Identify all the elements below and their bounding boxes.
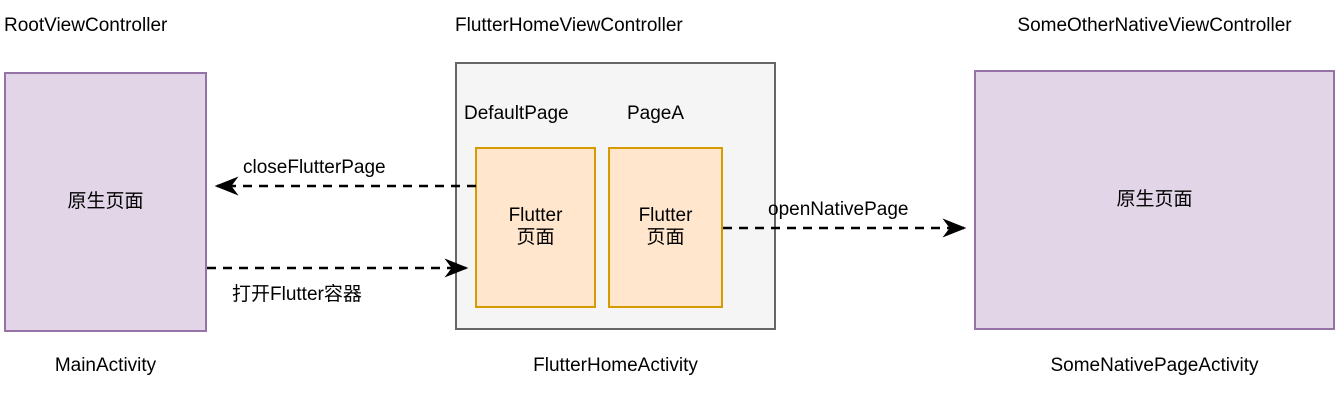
page-a-box[interactable]: Flutter 页面 bbox=[608, 147, 723, 308]
left-bottom-caption: MainActivity bbox=[54, 355, 157, 376]
middle-top-caption: FlutterHomeViewController bbox=[455, 15, 683, 36]
root-view-controller-box[interactable]: 原生页面 bbox=[4, 72, 207, 332]
page-title-default-page: DefaultPage bbox=[464, 103, 569, 124]
page-title-page-a: PageA bbox=[627, 103, 685, 124]
left-top-caption: RootViewController bbox=[4, 15, 168, 36]
middle-bottom-caption: FlutterHomeActivity bbox=[533, 355, 698, 376]
right-top-caption: SomeOtherNativeViewController bbox=[1017, 15, 1292, 36]
edge-label-close-flutter-page: closeFlutterPage bbox=[243, 157, 386, 178]
some-other-native-view-controller-box[interactable]: 原生页面 bbox=[974, 70, 1335, 330]
default-page-box[interactable]: Flutter 页面 bbox=[475, 147, 596, 308]
edge-label-open-native-page: openNativePage bbox=[768, 199, 909, 220]
root-view-controller-box-label: 原生页面 bbox=[67, 191, 144, 213]
some-other-native-view-controller-box-label: 原生页面 bbox=[1116, 189, 1193, 211]
edge-label-open-flutter-container: 打开Flutter容器 bbox=[232, 284, 362, 305]
default-page-box-label: Flutter 页面 bbox=[508, 204, 563, 249]
page-a-box-label: Flutter 页面 bbox=[638, 204, 693, 249]
right-bottom-caption: SomeNativePageActivity bbox=[1050, 355, 1259, 376]
